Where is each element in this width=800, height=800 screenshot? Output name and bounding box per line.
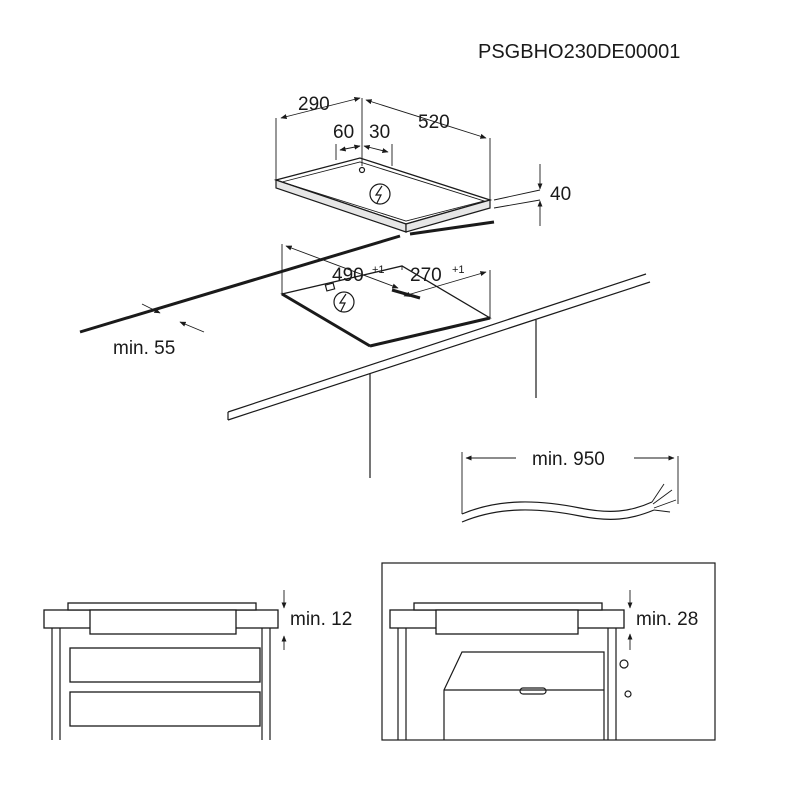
oven-body	[443, 651, 605, 740]
hob-plate-left	[67, 602, 257, 611]
electric-connection-icon	[333, 291, 355, 313]
power-cable	[461, 452, 679, 523]
dim-hob-depth: 290	[298, 94, 330, 115]
dim-hob-width: 520	[418, 112, 450, 133]
oven-knob-1	[619, 659, 629, 669]
hob-plate-right	[413, 602, 603, 611]
cutout-opening	[280, 265, 492, 348]
drawer-cabinet-section	[43, 602, 279, 740]
hob-drawing	[273, 157, 495, 236]
dim-cutout-depth: 270	[410, 265, 442, 286]
dim-offset-right: 30	[369, 122, 390, 143]
dim-cable-min: min. 950	[532, 449, 605, 470]
dim-cutout-width: 490	[332, 265, 364, 286]
cutout-rect	[280, 265, 492, 347]
dim-clearance-oven: min. 28	[636, 609, 698, 630]
dim-edge-min: min. 55	[113, 338, 175, 359]
document-code: PSGBHO230DE00001	[478, 41, 680, 63]
drawer-front-1	[69, 647, 261, 683]
dim-offset-left: 60	[333, 122, 354, 143]
dim-hob-height: 40	[550, 184, 571, 205]
hob-body-left	[89, 609, 237, 635]
oven-frame	[381, 562, 716, 741]
electric-connection-icon	[369, 183, 391, 205]
oven-cabinet-section	[381, 562, 716, 741]
drawer-front-2	[69, 691, 261, 727]
hob-body-right	[435, 609, 579, 635]
connection-point	[358, 166, 366, 174]
hob-side-edge	[405, 199, 491, 233]
dim-cutout-depth-tolerance: +1	[452, 264, 465, 276]
dim-cutout-width-tolerance: +1	[372, 264, 385, 276]
dim-clearance-drawer: min. 12	[290, 609, 352, 630]
oven-handle	[519, 687, 547, 695]
oven-knob-2	[624, 690, 632, 698]
